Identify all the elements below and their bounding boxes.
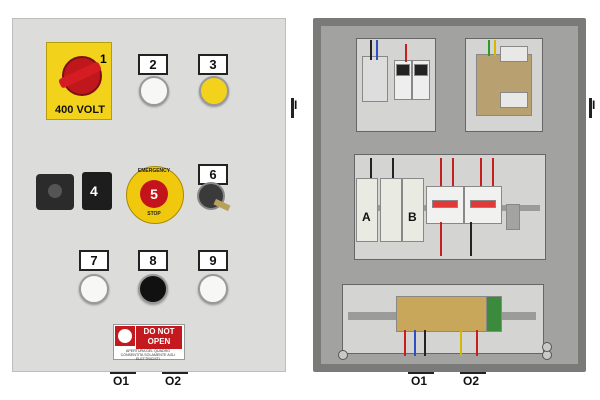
lamp-3 [199, 76, 229, 106]
screw-right [542, 342, 552, 352]
inside-side-marker-label: I [592, 98, 596, 112]
wire-black-2 [370, 158, 372, 178]
switch-voltage-label: 400 VOLT [55, 104, 105, 116]
inside-o2-line [460, 372, 486, 374]
front-o1-label: O1 [113, 374, 130, 388]
wire-black-5 [424, 330, 426, 356]
transformer-terminal-bottom [500, 92, 528, 108]
lamp-2-number: 2 [138, 54, 168, 75]
switch-number: 1 [100, 52, 107, 66]
wire-green-1 [488, 40, 490, 56]
wire-black-1 [370, 40, 372, 60]
wire-yellow-1 [494, 40, 496, 56]
control-box-4[interactable] [82, 172, 112, 210]
screw-bottom-left [338, 350, 348, 360]
warning-sign-title: DO NOT OPEN [136, 326, 182, 349]
front-o2-line [162, 372, 188, 374]
lamp-2 [139, 76, 169, 106]
wire-red-2 [440, 158, 442, 186]
control-4-number: 4 [90, 183, 98, 199]
wire-red-7 [404, 330, 406, 356]
button-9-number: 9 [198, 250, 228, 271]
warning-sign-small-text: APERTURA DEL QUADRO CONSENTITA SOLAMENTE… [120, 349, 176, 361]
front-side-marker-label: I [294, 98, 298, 112]
contactor-a-label: A [362, 210, 371, 224]
ground-terminal [486, 296, 502, 332]
wire-red-6 [440, 222, 442, 256]
relay-1-indicator [432, 200, 458, 208]
contactor-a [356, 178, 378, 242]
front-o1-line [110, 372, 136, 374]
breaker-2-switch [414, 64, 428, 76]
button-8-number: 8 [138, 250, 168, 271]
wire-red-8 [476, 330, 478, 356]
wire-red-1 [405, 44, 407, 62]
end-stop [506, 204, 520, 230]
inside-side-marker-bar [589, 98, 592, 118]
inside-o1-line [408, 372, 434, 374]
button-9[interactable] [198, 274, 228, 304]
button-7-number: 7 [79, 250, 109, 271]
inside-o1-label: O1 [411, 374, 428, 388]
transformer-terminal-top [500, 46, 528, 62]
wire-blue-2 [414, 330, 416, 356]
relay-2-indicator [470, 200, 496, 208]
wire-red-3 [452, 158, 454, 186]
front-side-marker-bar [291, 98, 294, 118]
emergency-stop-bottom-text: STOP [147, 211, 161, 217]
breaker-1-switch [396, 64, 410, 76]
emergency-stop-top-text: EMERGENCY [137, 168, 171, 174]
emergency-stop-ring [126, 166, 184, 224]
front-o2-label: O2 [165, 374, 182, 388]
wire-red-4 [480, 158, 482, 186]
cable-gland [362, 56, 388, 102]
wire-red-5 [492, 158, 494, 186]
wire-black-3 [392, 158, 394, 178]
wire-black-4 [470, 222, 472, 256]
emergency-stop-button[interactable]: 5 [140, 180, 168, 208]
contactor-b [402, 178, 424, 242]
contactor-b-label: B [408, 210, 417, 224]
contactor-a2 [380, 178, 402, 242]
socket-inner [48, 184, 62, 198]
lamp-3-number: 3 [198, 54, 228, 75]
button-7[interactable] [79, 274, 109, 304]
no-entry-icon [115, 326, 135, 346]
wire-blue-1 [376, 40, 378, 60]
inside-o2-label: O2 [463, 374, 480, 388]
button-8[interactable] [138, 274, 168, 304]
wire-yellow-2 [460, 330, 462, 356]
